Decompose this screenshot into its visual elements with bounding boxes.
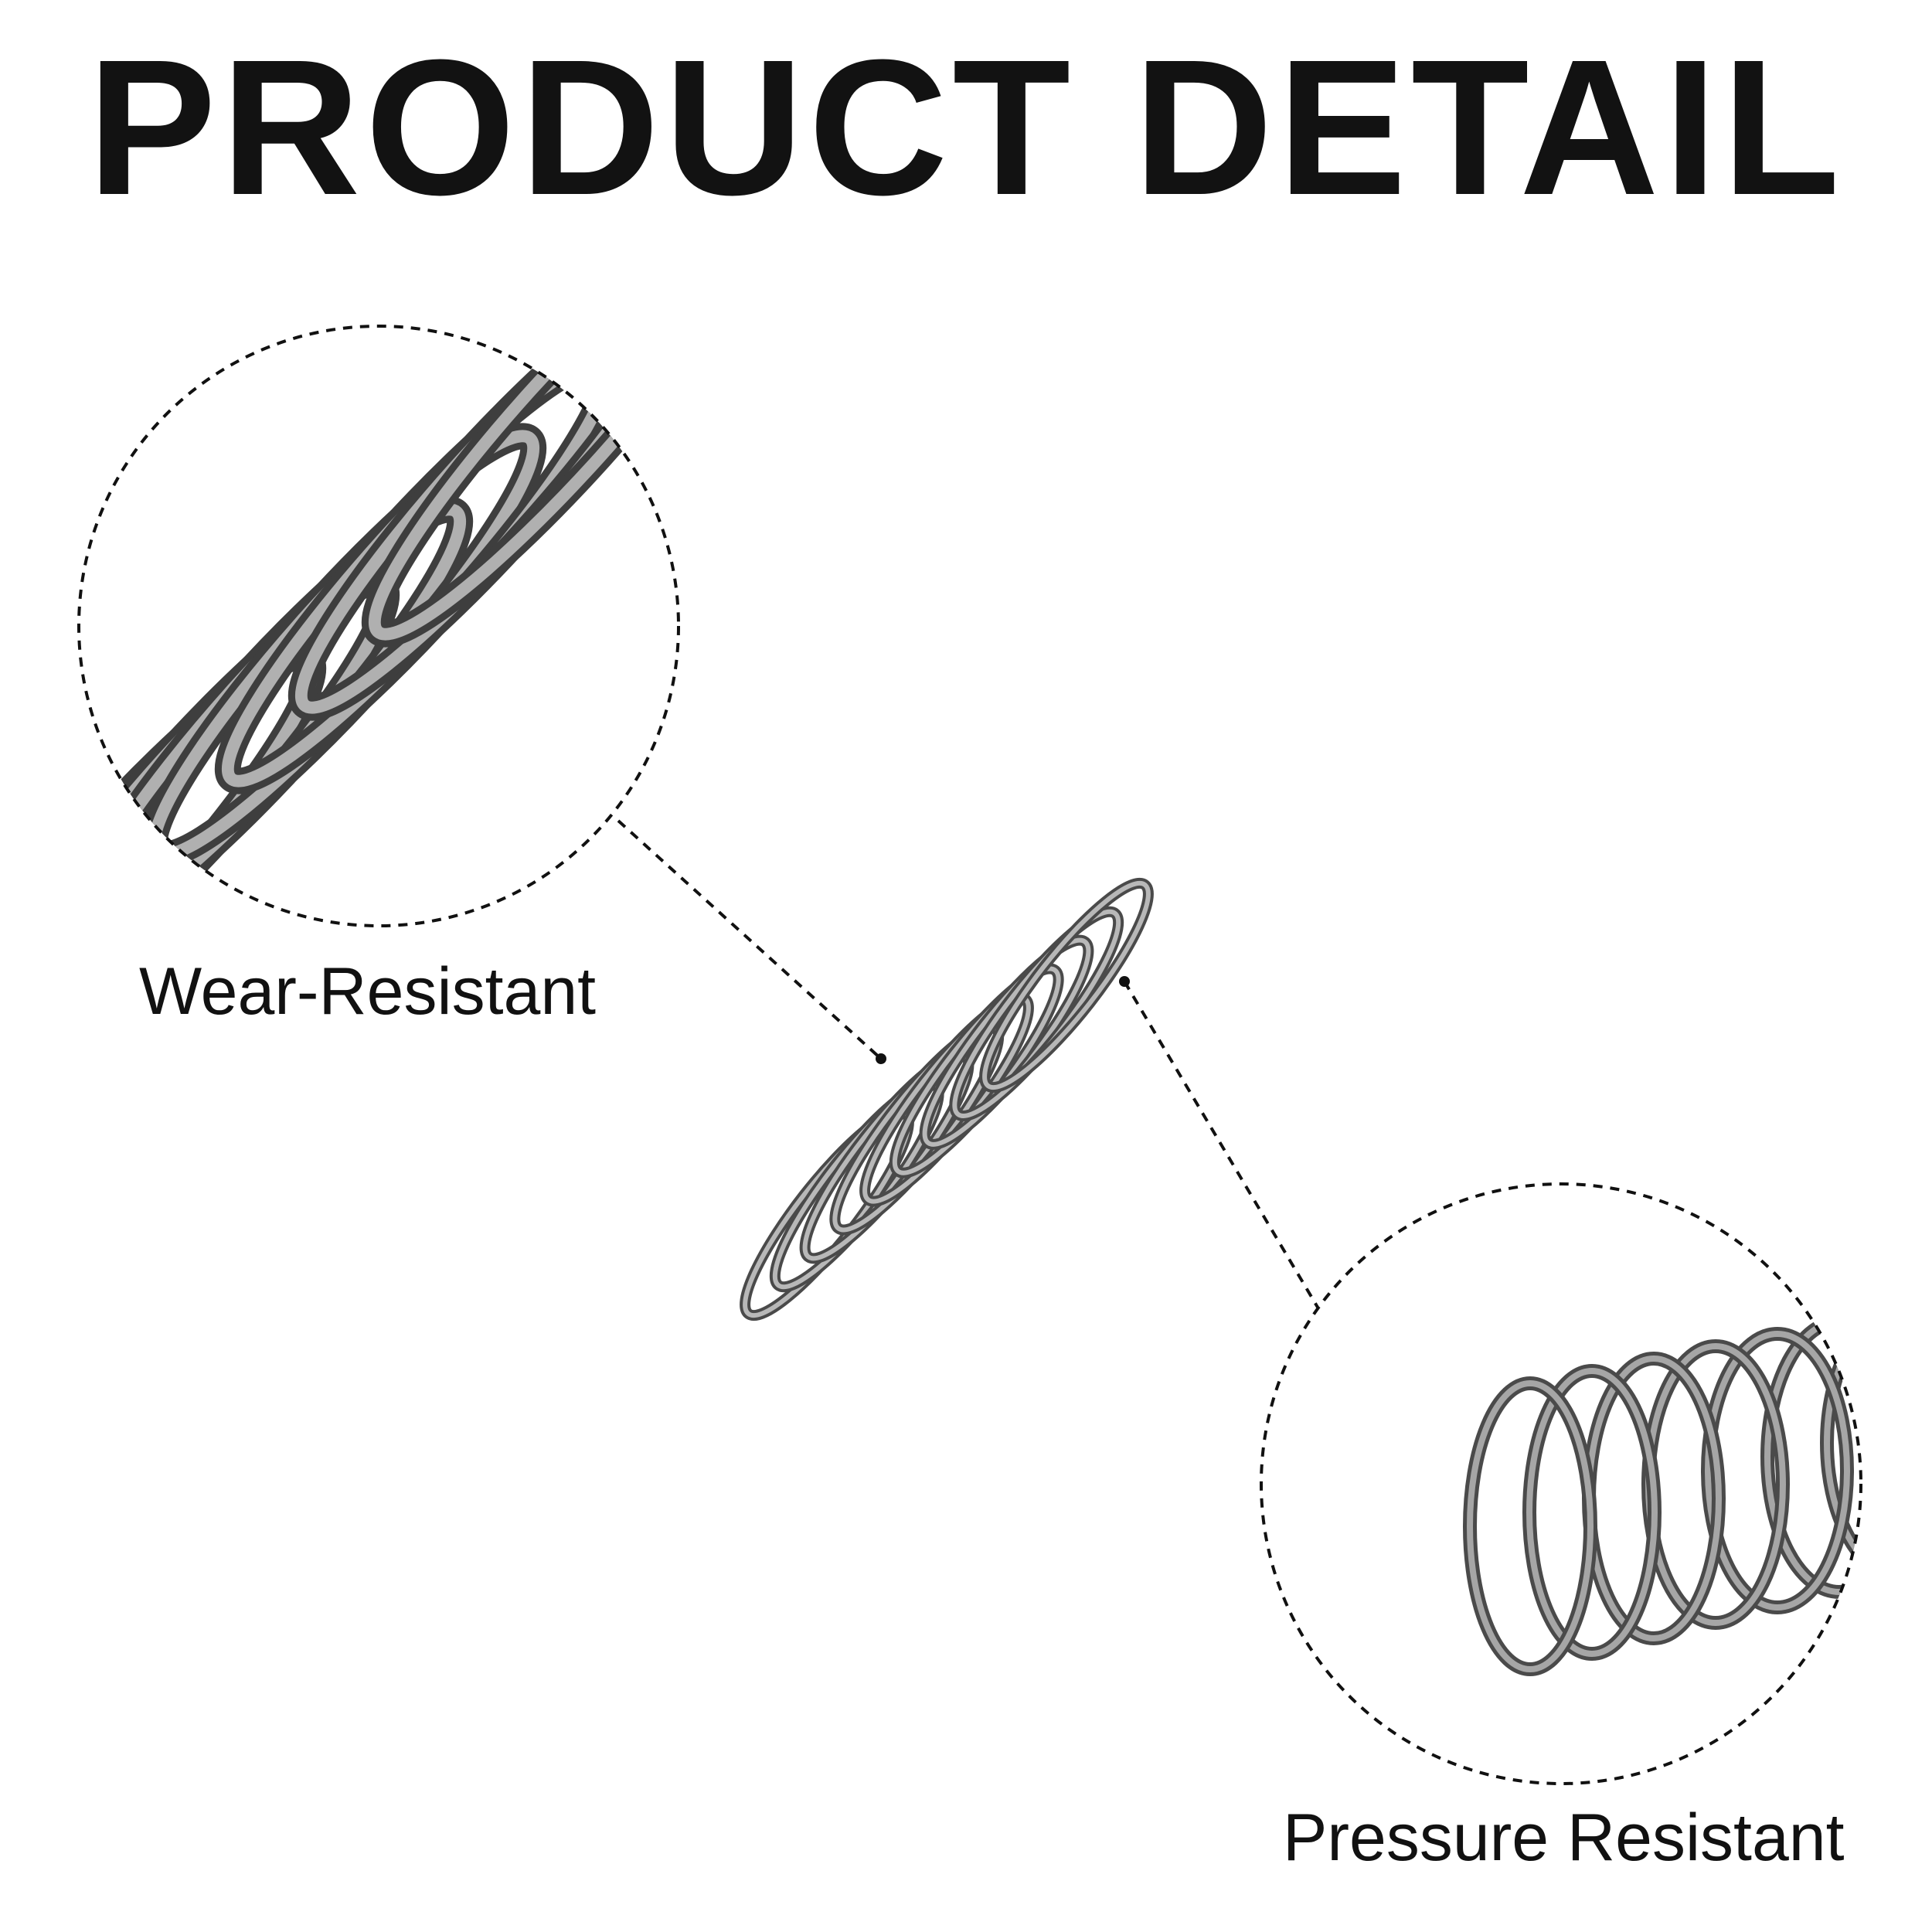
- feature-label-pressure-resistant: Pressure Resistant: [1283, 1801, 1845, 1875]
- feature-label-wear-resistant: Wear-Resistant: [139, 954, 597, 1029]
- connector-lines: [617, 819, 1323, 1315]
- spring-coil-highlight: [952, 909, 1121, 1118]
- spring-end-view-icon: [1260, 1182, 1862, 1785]
- connector-line-pressure: [1123, 980, 1323, 1315]
- endview-coil-highlight: [1526, 1368, 1658, 1657]
- spring-coil-highlight: [772, 1080, 941, 1290]
- endview-coil-highlight: [1824, 1306, 1861, 1580]
- endview-coil-highlight: [1467, 1380, 1594, 1672]
- spring-coil: [859, 992, 1034, 1207]
- connector-dot-wear: [876, 1053, 886, 1064]
- spring-coil: [740, 1105, 914, 1321]
- spring-coil-highlight: [862, 995, 1031, 1204]
- compression-spring-icon: [740, 877, 1154, 1321]
- closeup-coil-highlight: [368, 326, 679, 641]
- spring-coil-highlight: [832, 1023, 1002, 1233]
- connector-line-wear: [617, 819, 883, 1060]
- spring-coil: [919, 934, 1094, 1150]
- spring-coil: [829, 1020, 1005, 1236]
- spring-coil-highlight: [982, 880, 1151, 1090]
- spring-coil: [949, 906, 1124, 1121]
- spring-coil-highlight: [892, 966, 1061, 1175]
- magnifier-circle-pressure: [1260, 1182, 1862, 1785]
- spring-coil: [889, 963, 1064, 1179]
- spring-coil-highlight: [922, 937, 1091, 1147]
- magnifier-circle-wear: [77, 325, 680, 927]
- spring-coil: [799, 1049, 975, 1264]
- spring-coil-highlight: [743, 1108, 911, 1318]
- spring-coil-highlight: [802, 1052, 971, 1261]
- page-title: PRODUCT DETAIL: [87, 19, 1845, 235]
- endview-coil-highlight: [1705, 1331, 1850, 1611]
- spring-coil: [979, 877, 1154, 1094]
- connector-dot-pressure: [1119, 976, 1130, 987]
- spring-coil: [769, 1077, 944, 1293]
